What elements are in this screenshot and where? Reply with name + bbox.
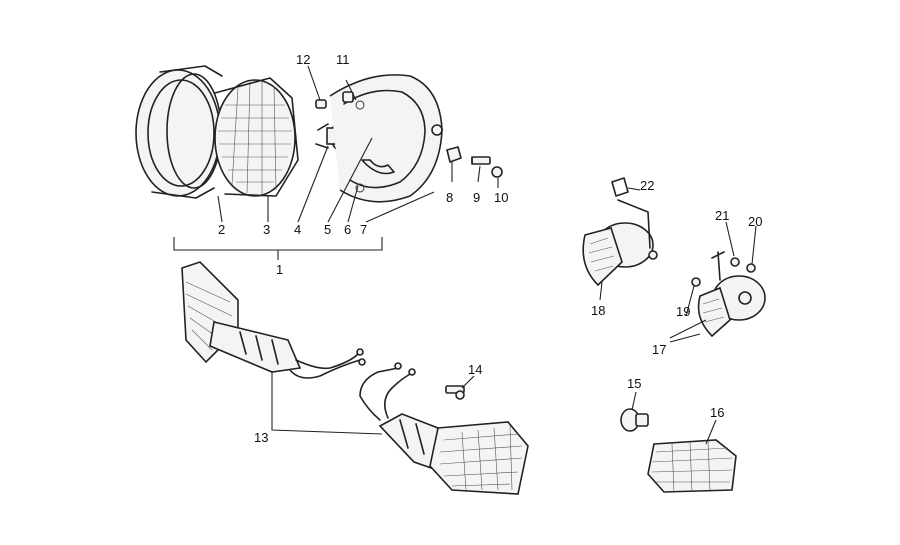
headlight-lens (214, 77, 299, 197)
horn-upper (582, 177, 658, 287)
tail-lens (647, 439, 737, 493)
callout-10: 10 (494, 190, 508, 205)
callout-17: 17 (652, 342, 666, 357)
turn-signal-right (359, 362, 529, 495)
headlight-rim (135, 65, 223, 199)
callout-6: 6 (344, 222, 351, 237)
callout-13: 13 (254, 430, 268, 445)
callout-8: 8 (446, 190, 453, 205)
leader-lines (173, 65, 757, 445)
callout-15: 15 (627, 376, 641, 391)
callout-11: 11 (336, 52, 350, 67)
horn-lower (691, 251, 766, 338)
headlight-shell (329, 74, 443, 203)
callout-21: 21 (715, 208, 729, 223)
mounting-hardware (315, 91, 503, 178)
callout-4: 4 (294, 222, 301, 237)
callout-7: 7 (360, 222, 367, 237)
callout-2: 2 (218, 222, 225, 237)
callout-12: 12 (296, 52, 310, 67)
callout-labels: 1 2 3 4 5 6 7 8 9 10 11 12 13 14 15 16 1… (218, 52, 762, 445)
turn-signal-left (181, 261, 366, 379)
callout-5: 5 (324, 222, 331, 237)
callout-9: 9 (473, 190, 480, 205)
callout-22: 22 (640, 178, 654, 193)
callout-3: 3 (263, 222, 270, 237)
callout-1: 1 (276, 262, 283, 277)
signal-screw (445, 385, 465, 400)
callout-18: 18 (591, 303, 605, 318)
small-bulb (620, 408, 649, 432)
callout-19: 19 (676, 304, 690, 319)
callout-16: 16 (710, 405, 724, 420)
callout-14: 14 (468, 362, 482, 377)
callout-20: 20 (748, 214, 762, 229)
